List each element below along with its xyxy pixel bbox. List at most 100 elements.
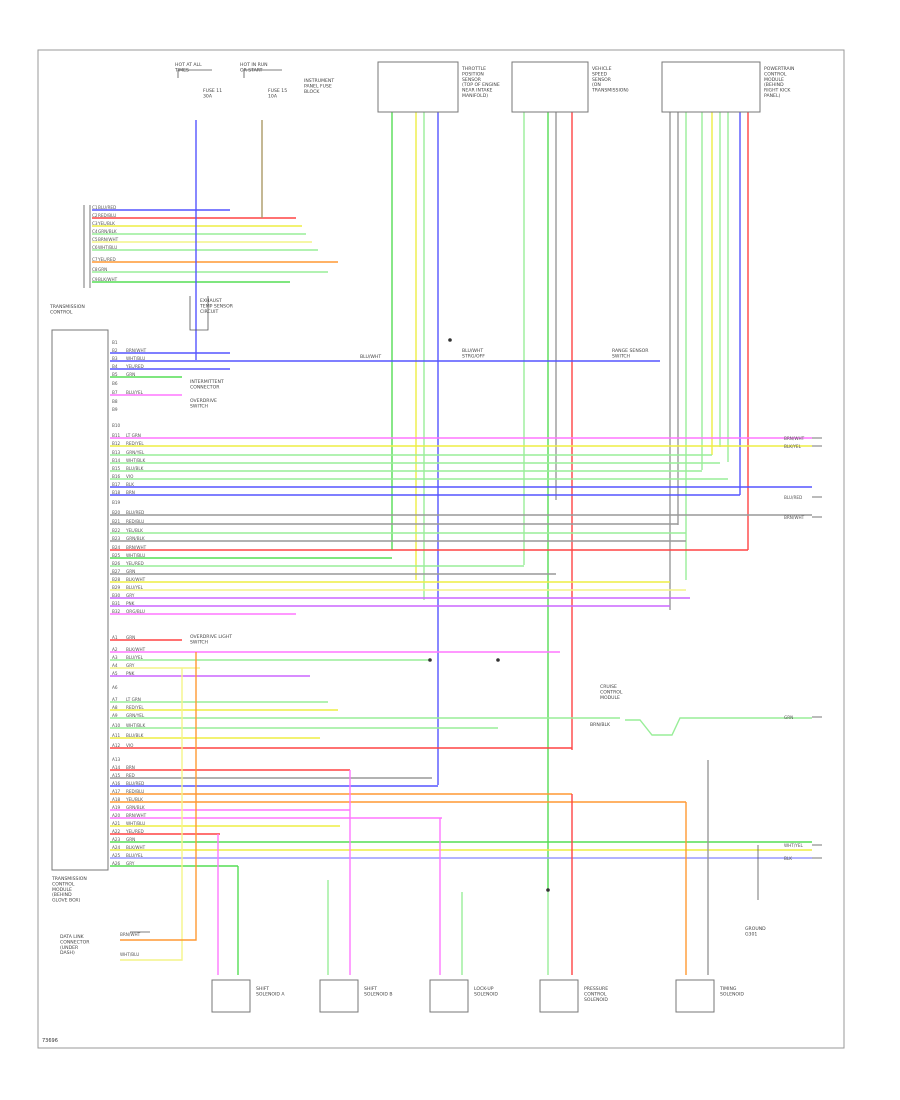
low-pin-23: A24 [112,845,121,850]
mid-pin-29: B30 [112,593,121,598]
upper-pin-1: C2 [92,213,98,218]
diagram-border [37,49,845,1049]
low-pin-22: A23 [112,837,121,842]
low-wire-label-3: GRY [126,663,135,668]
upper-pin-5: C6 [92,245,98,250]
low-pin-3: A4 [112,663,118,668]
splice-dot-1 [496,658,500,662]
mid-wire-label-30: PNK [126,601,135,606]
component-box-throttle [377,61,459,113]
upper-pin-6: C7 [92,257,98,262]
label-blu-wht: BLU/WHT [360,354,381,360]
low-wire-label-11: VIO [126,743,134,748]
mid-pin-5: B6 [112,381,118,386]
mid-pin-19: B20 [112,510,121,515]
low-pin-19: A20 [112,813,121,818]
low-wire-label-9: WHT/BLK [126,723,145,728]
upper-wire-label-2: YEL/BLK [97,221,115,226]
mid-wire-label-23: BRN/WHT [126,545,147,550]
mid-wire-label-26: GRN [126,569,135,574]
solenoid-box-sol-c [429,979,469,1013]
low-wire-label-1: BLK/WHT [126,647,146,652]
low-pin-24: A25 [112,853,121,858]
label-dlc-w1: BRN/WHT [120,932,141,937]
upper-wire-label-3: GRN/BLK [98,229,117,234]
mid-pin-2: B3 [112,356,118,361]
mid-wire-label-31: ORG/BLU [126,609,145,614]
mid-pin-1: B2 [112,348,118,353]
upper-pin-3: C4 [92,229,98,234]
dlc-wire-1 [120,668,183,961]
upper-pin-8: C9 [92,277,98,282]
right-label-0: BRN/WHT [784,436,805,441]
low-pin-0: A1 [112,635,118,640]
upper-wire-label-7: GRN [98,267,107,272]
low-pin-4: A5 [112,671,118,676]
right-label-6: BLK [784,856,792,861]
mid-wire-label-16: BLK [126,482,134,487]
mid-pin-14: B15 [112,466,121,471]
mid-pin-24: B25 [112,553,121,558]
right-label-5: WHT/YEL [784,843,803,848]
splice-dot-0 [428,658,432,662]
low-wire-label-8: GRN/YEL [126,713,145,718]
mid-pin-28: B29 [112,585,121,590]
mid-pin-22: B23 [112,536,121,541]
upper-wire-label-4: BRN/WHT [98,237,119,242]
sensor-bracket [189,296,209,331]
low-pin-14: A15 [112,773,121,778]
low-pin-1: A2 [112,647,118,652]
mid-pin-10: B11 [112,433,121,438]
mid-wire-label-19: BLU/RED [126,510,144,515]
splice-dot-2 [546,888,550,892]
low-wire-label-17: YEL/BLK [125,797,143,802]
mid-wire-label-25: YEL/RED [125,561,144,566]
fuse-bracket-right [243,69,282,78]
low-wire-label-13: BRN [126,765,135,770]
mid-pin-0: B1 [112,340,118,345]
mid-wire-label-27: BLK/WHT [126,577,146,582]
tcm-connector-box [51,329,109,871]
mid-wire-label-20: RED/BLU [126,519,144,524]
low-pin-25: A26 [112,861,121,866]
mid-wire-label-24: WHT/BLU [126,553,145,558]
mid-pin-16: B17 [112,482,121,487]
low-wire-label-15: BLU/RED [126,781,144,786]
low-wire-label-14: RED [126,773,135,778]
mid-wire-label-12: GRN/YEL [126,450,145,455]
mid-pin-23: B24 [112,545,121,550]
mid-wire-label-3: YEL/RED [125,364,144,369]
right-label-4: GRN [784,715,793,720]
upper-pin-0: C1 [92,205,98,210]
component-box-pcm [661,61,761,113]
solenoid-box-sol-e [675,979,715,1013]
low-pin-18: A19 [112,805,121,810]
mid-wire-label-4: GRN [126,372,135,377]
corner-label: 73696 [42,1038,58,1044]
low-pin-20: A21 [112,821,121,826]
low-pin-12: A13 [112,757,121,762]
low-pin-21: A22 [112,829,121,834]
low-wire-label-23: BLK/WHT [126,845,146,850]
low-pin-16: A17 [112,789,121,794]
low-wire-label-10: BLU/BLK [126,733,144,738]
label-dlc-w2: WHT/BLU [120,952,139,957]
low-pin-9: A10 [112,723,121,728]
mid-pin-11: B12 [112,441,121,446]
low-pin-6: A7 [112,697,118,702]
mid-pin-25: B26 [112,561,121,566]
